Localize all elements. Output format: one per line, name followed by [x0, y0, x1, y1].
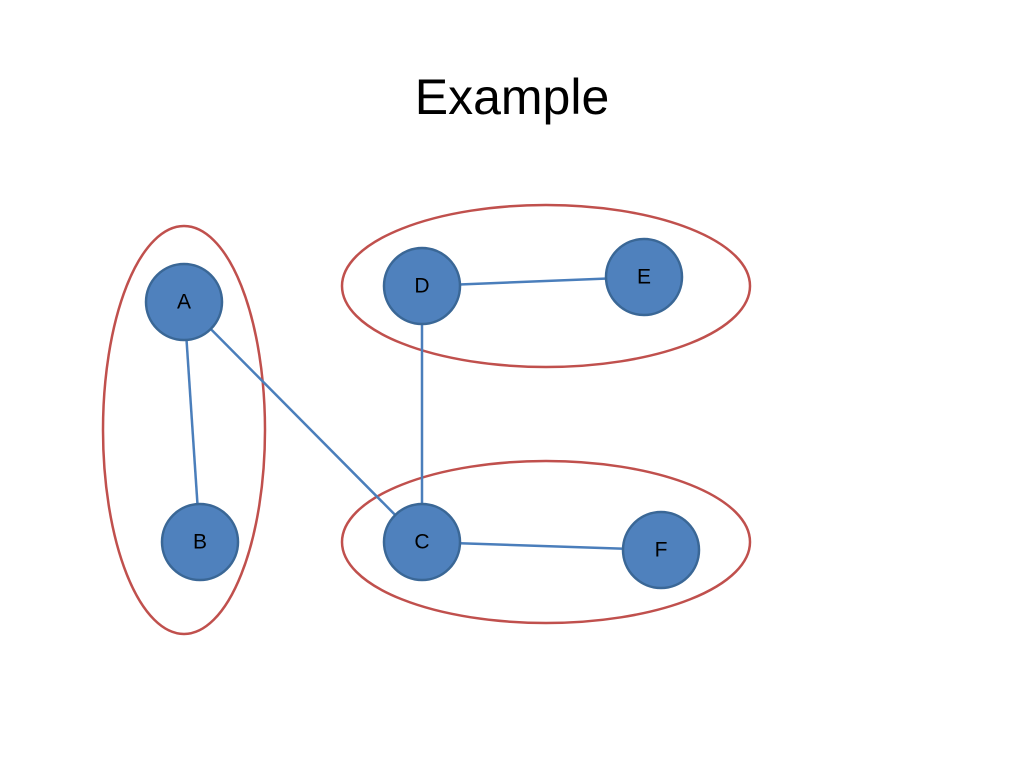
- node-a-circle: [144, 262, 224, 342]
- slide-title: Example: [414, 69, 610, 125]
- node-b-circle: [160, 502, 240, 582]
- edge-a-b: [182, 301, 202, 543]
- node-d-circle: [382, 246, 462, 326]
- node-c-label: C: [414, 531, 429, 554]
- node-a-label: A: [177, 291, 191, 314]
- node-b: B: [160, 502, 240, 582]
- node-a: A: [144, 262, 224, 342]
- group-cf-outline: [340, 459, 752, 625]
- node-f: F: [621, 510, 701, 590]
- node-b-label: B: [193, 531, 207, 554]
- groups-layer: [101, 203, 752, 636]
- edge-a-c: [183, 301, 423, 543]
- node-e-label: E: [637, 266, 651, 289]
- node-d: D: [382, 246, 462, 326]
- node-f-circle: [621, 510, 701, 590]
- edge-c-f: [421, 540, 662, 552]
- node-c: C: [382, 502, 462, 582]
- nodes-layer: A B C D E F: [144, 237, 701, 590]
- node-c-circle: [382, 502, 462, 582]
- node-e-circle: [604, 237, 684, 317]
- group-ab-outline: [101, 224, 267, 636]
- node-e: E: [604, 237, 684, 317]
- node-d-label: D: [414, 275, 429, 298]
- node-f-label: F: [655, 539, 668, 562]
- group-de-outline: [340, 203, 752, 369]
